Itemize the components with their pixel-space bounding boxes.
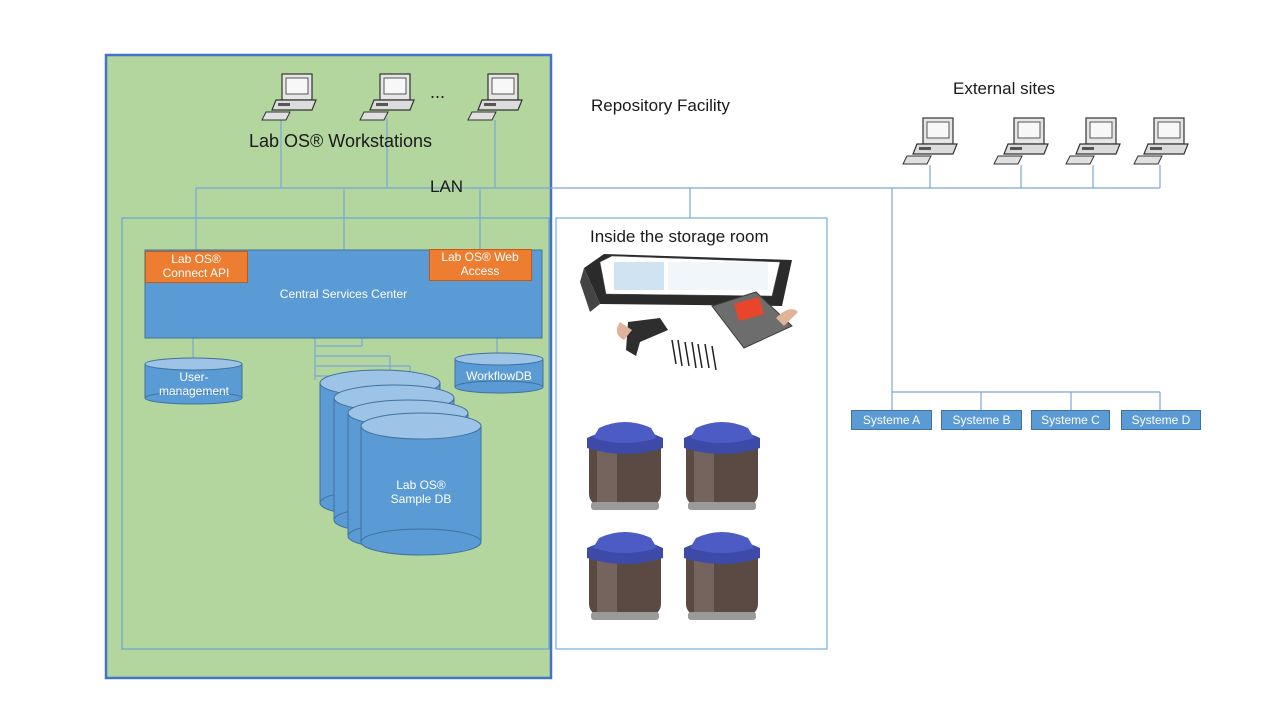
system-c-box: Systeme C <box>1031 410 1110 430</box>
external-sites-label: External sites <box>953 79 1056 98</box>
external-computer-icon <box>902 117 958 165</box>
repository-facility-label: Repository Facility <box>591 96 730 115</box>
tablet-scanner-illustration <box>580 254 798 371</box>
lan-label: LAN <box>430 177 464 196</box>
workstations-label: Lab OS® Workstations <box>249 131 433 151</box>
server-frame <box>121 217 550 650</box>
system-d-box: Systeme D <box>1121 410 1201 430</box>
storage-tank <box>587 422 663 510</box>
user-management-label: User-management <box>158 370 230 398</box>
connect-api-box <box>145 251 248 283</box>
system-a-box: Systeme A <box>851 410 932 430</box>
system-b-box: Systeme B <box>941 410 1022 430</box>
user-management-db <box>144 357 243 405</box>
storage-tank <box>684 532 760 620</box>
workflow-db-label: WorkflowDB <box>466 369 532 383</box>
web-access-label: Lab OS® Web Access <box>441 250 519 278</box>
external-computer-icon <box>993 117 1049 165</box>
external-computer-icon <box>1065 117 1121 165</box>
web-access-box <box>429 249 532 281</box>
storage-tank <box>684 422 760 510</box>
sample-db-stack <box>319 369 482 556</box>
sample-db-label: Lab OS® Sample DB <box>390 478 452 506</box>
external-computer-icon <box>1133 117 1189 165</box>
ellipsis-label: ... <box>430 82 446 102</box>
connect-api-label: Lab OS® Connect API <box>162 252 230 280</box>
storage-room-label: Inside the storage room <box>590 227 769 246</box>
central-services-label: Central Services Center <box>279 287 408 301</box>
storage-tank <box>587 532 663 620</box>
workflow-db <box>454 352 544 394</box>
